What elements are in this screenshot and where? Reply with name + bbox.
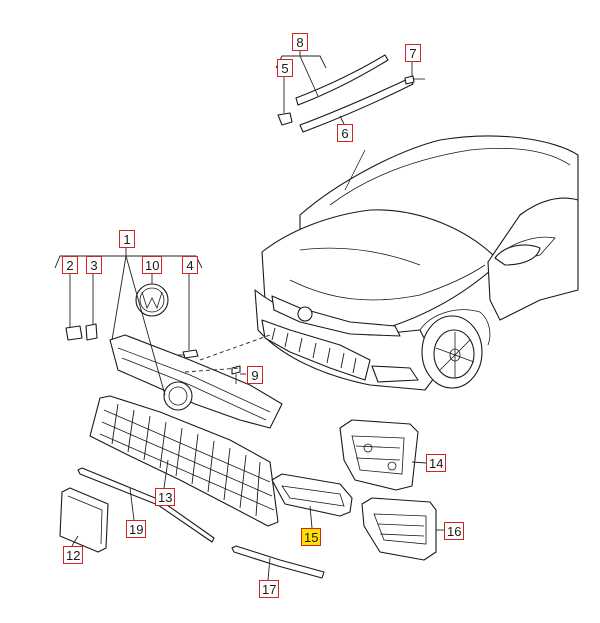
vent-insert-15 xyxy=(271,473,353,517)
callout-16: 16 xyxy=(444,522,465,540)
upper-grille xyxy=(109,334,283,429)
lower-grille xyxy=(89,395,279,527)
roof-clip xyxy=(277,112,293,126)
clip-2 xyxy=(65,325,83,341)
fog-surround-16 xyxy=(361,497,437,561)
callout-15: 15 xyxy=(301,528,322,546)
bolt-7 xyxy=(404,75,425,85)
callout-19: 19 xyxy=(126,520,147,538)
callout-8: 8 xyxy=(292,33,308,51)
callout-7: 7 xyxy=(405,44,421,62)
callout-12: 12 xyxy=(63,546,84,564)
callout-10: 10 xyxy=(142,256,163,274)
trim-strip-17 xyxy=(231,545,325,579)
car-illustration xyxy=(254,135,579,391)
vw-emblem xyxy=(135,283,169,317)
license-plate-bracket xyxy=(59,487,109,553)
callout-13: 13 xyxy=(155,488,176,506)
callout-17: 17 xyxy=(259,580,280,598)
callout-6: 6 xyxy=(337,124,353,142)
callout-2: 2 xyxy=(62,256,78,274)
callout-3: 3 xyxy=(86,256,102,274)
trim-strip-19 xyxy=(77,467,215,543)
callout-14: 14 xyxy=(426,454,447,472)
leader-lines xyxy=(54,50,444,581)
fog-grille-14 xyxy=(339,419,419,491)
callout-9: 9 xyxy=(247,366,263,384)
callout-5: 5 xyxy=(277,59,293,77)
roof-trim-strips xyxy=(295,54,414,133)
clip-3 xyxy=(85,323,98,341)
screw-4 xyxy=(178,349,199,359)
callout-4: 4 xyxy=(182,256,198,274)
callout-1: 1 xyxy=(119,230,135,248)
